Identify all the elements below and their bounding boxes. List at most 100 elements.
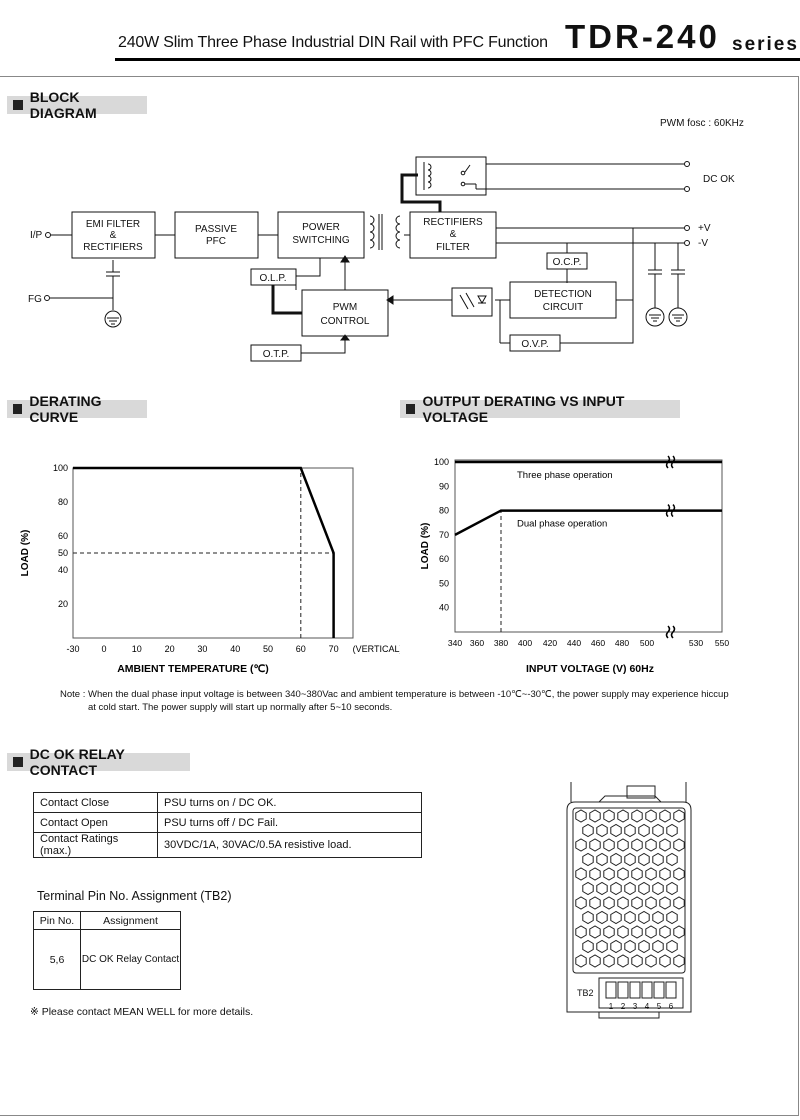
terminal-pin-number: 1 [609, 1002, 614, 1011]
tb2-label: TB2 [577, 988, 594, 998]
table-row: Pin No. Assignment [33, 911, 181, 930]
x-tick-suffix: (VERTICAL) [353, 644, 400, 654]
vent-hole [589, 925, 601, 939]
vent-hole [673, 867, 685, 881]
vent-hole [610, 852, 622, 867]
vent-hole [624, 823, 636, 838]
pwm-label-1: PWM [333, 302, 357, 313]
y-tick-label: 80 [439, 506, 449, 516]
pwm-control-block [301, 289, 389, 337]
y-tick-label: 70 [439, 530, 449, 540]
x-tick-label: 0 [101, 644, 106, 654]
relay-label: Contact Close [33, 792, 158, 813]
transformer-primary-icon [369, 215, 375, 249]
vent-hole [582, 852, 594, 867]
vent-hole [603, 954, 615, 968]
vent-hole [631, 954, 643, 968]
vent-hole [638, 823, 650, 838]
section-title: BLOCK DIAGRAM [29, 89, 97, 121]
emi-label-2: & [110, 230, 117, 241]
tb2-terminal-block [598, 977, 684, 1009]
vent-hole [645, 809, 657, 823]
x-tick-label: 40 [230, 644, 240, 654]
relay-label: Contact Ratings (max.) [33, 832, 158, 858]
rect-label-1: RECTIFIERS [423, 217, 483, 228]
y-tick-label: 60 [58, 531, 68, 541]
vent-hole [638, 852, 650, 867]
vent-hole [582, 881, 594, 896]
vneg-label: -V [698, 238, 708, 249]
vent-hole [596, 939, 608, 954]
vent-hole [666, 823, 678, 838]
pwm-fosc-label: PWM fosc : 60KHz [660, 118, 744, 129]
x-tick-label: 340 [448, 638, 462, 648]
emi-label-3: RECTIFIERS [83, 242, 143, 253]
axis-break-icon [665, 504, 676, 518]
olp-label: O.L.P. [259, 273, 286, 284]
vent-hole [624, 939, 636, 954]
dcok-terminal-1 [684, 161, 690, 167]
x-tick-label: 530 [689, 638, 703, 648]
vent-hole [659, 925, 671, 939]
vent-hole [575, 896, 587, 910]
axis-break-icon [665, 625, 676, 639]
vent-hole [575, 809, 587, 823]
vent-hole [652, 852, 664, 867]
vent-hole [575, 954, 587, 968]
vent-hole [652, 881, 664, 896]
vneg-terminal [684, 240, 690, 246]
pfc-label-1: PASSIVE [195, 224, 237, 235]
vent-hole [596, 910, 608, 925]
y-tick-label: 100 [434, 457, 449, 467]
vent-hole [659, 954, 671, 968]
table-row: Contact Close PSU turns on / DC OK. [33, 792, 422, 813]
x-tick-label: 360 [470, 638, 484, 648]
vent-hole [617, 925, 629, 939]
vent-hole [659, 896, 671, 910]
derating-note: Note : When the dual phase input voltage… [60, 688, 760, 714]
terminal-title: Terminal Pin No. Assignment (TB2) [37, 889, 232, 903]
y-tick-label: 40 [58, 565, 68, 575]
vent-hole [645, 867, 657, 881]
x-tick-label: 60 [296, 644, 306, 654]
terminal-screw [653, 981, 665, 999]
dcok-terminal-2 [684, 186, 690, 192]
y-axis-label: LOAD (%) [420, 523, 431, 570]
vent-hole [603, 925, 615, 939]
terminal-pin-number: 2 [621, 1002, 626, 1011]
x-tick-label: 440 [567, 638, 581, 648]
vent-hole [624, 881, 636, 896]
header-rule [115, 58, 800, 61]
rect-label-3: FILTER [436, 242, 470, 253]
vent-hole [652, 910, 664, 925]
block-diagram: PWM fosc : 60KHz I/P FG DC OK +V -V [28, 118, 744, 362]
x-tick-label: 550 [715, 638, 729, 648]
terminal-screw [629, 981, 641, 999]
annotation-three-phase: Three phase operation [517, 470, 613, 481]
fg-terminal [44, 295, 50, 301]
relay-value: 30VDC/1A, 30VAC/0.5A resistive load. [157, 832, 422, 858]
x-tick-label: -30 [66, 644, 79, 654]
terminal-pin-number: 4 [645, 1002, 650, 1011]
psw-label-1: POWER [302, 222, 340, 233]
x-tick-label: 70 [329, 644, 339, 654]
relay-coil-icon [427, 163, 432, 189]
det-label-2: CIRCUIT [543, 302, 584, 313]
transformer-secondary-icon [395, 215, 401, 249]
vent-hole [666, 910, 678, 925]
y-tick-label: 50 [58, 548, 68, 558]
vent-hole [673, 954, 685, 968]
assign-cell: DC OK Relay Contact [80, 929, 181, 990]
fg-label: FG [28, 294, 42, 305]
y-tick-label: 80 [58, 497, 68, 507]
vent-hole [666, 881, 678, 896]
section-title: DERATING CURVE [29, 393, 102, 425]
x-axis-label: AMBIENT TEMPERATURE (℃) [117, 663, 269, 675]
vent-hole [666, 939, 678, 954]
section-marker-icon [13, 100, 23, 110]
rect-label-2: & [450, 229, 457, 240]
y-axis-label: LOAD (%) [20, 530, 31, 577]
